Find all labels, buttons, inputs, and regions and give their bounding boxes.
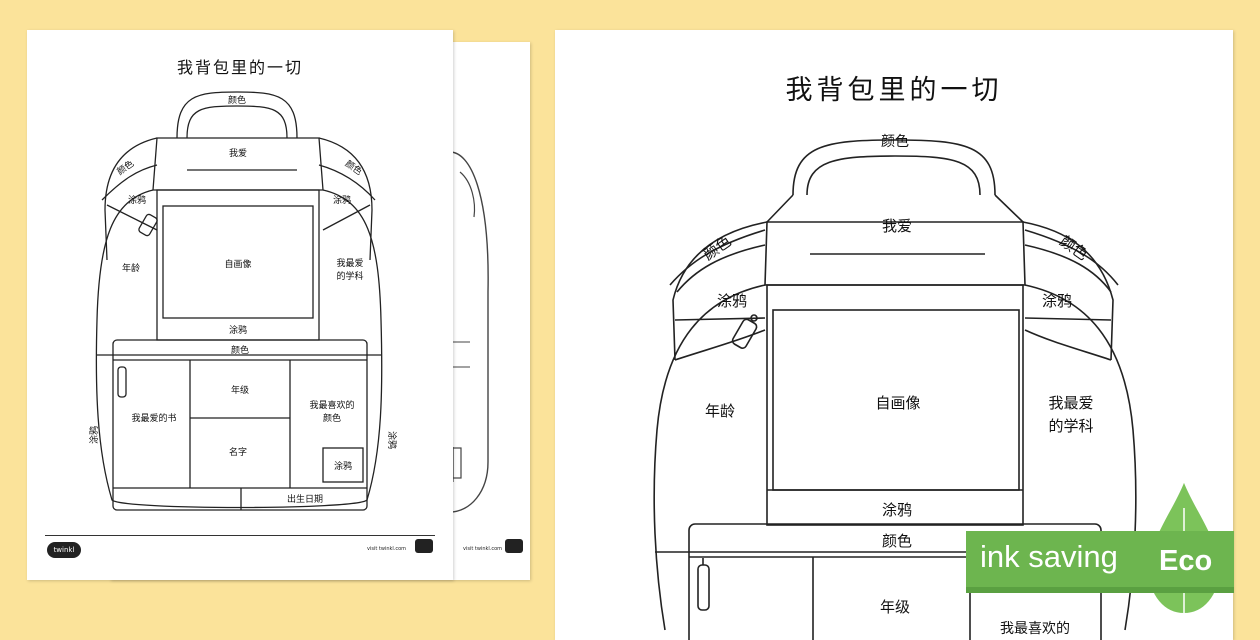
thumb-label-name: 名字 <box>229 446 247 458</box>
thumbnail-backpack: 颜色 我爱 颜色 颜色 涂鸦 涂鸦 年龄 自画像 我最爱 的学科 涂鸦 颜色 我… <box>88 91 398 511</box>
back-page-outline <box>449 151 489 513</box>
label-fav-subject-2: 的学科 <box>1048 417 1093 435</box>
thumb-label-left-doodle: 涂鸦 <box>128 194 146 206</box>
thumb-label-fav-subject-2: 的学科 <box>336 270 363 282</box>
thumb-label-box-doodle: 涂鸦 <box>334 460 352 472</box>
worksheet-thumbnail: 我背包里的一切 <box>27 30 453 580</box>
thumb-label-fav-color-1: 我最喜欢的 <box>309 399 354 411</box>
visit-text: visit twinkl.com <box>367 546 407 552</box>
thumb-label-top-color: 颜色 <box>228 94 246 106</box>
label-fav-color-1: 我最喜欢的 <box>1000 621 1070 637</box>
thumb-label-right-doodle: 涂鸦 <box>333 194 351 206</box>
zoomed-backpack: 颜色 我爱 颜色 颜色 涂鸦 涂鸦 年龄 自画像 我最爱 的学科 涂鸦 颜色 年… <box>653 133 1137 640</box>
label-left-doodle: 涂鸦 <box>717 292 747 310</box>
label-right-strap-color: 颜色 <box>1056 232 1091 264</box>
label-right-doodle: 涂鸦 <box>1042 292 1072 310</box>
footer-badge <box>415 539 433 553</box>
footer-divider <box>45 535 435 536</box>
twinkl-logo: twinkl <box>47 542 81 558</box>
label-pocket-color: 颜色 <box>882 532 912 550</box>
back-visit-text: visit twinkl.com <box>463 546 503 552</box>
label-grade: 年级 <box>880 598 910 616</box>
label-mid-doodle: 涂鸦 <box>882 501 912 519</box>
thumb-label-side-doodle-left: 涂鸦 <box>88 426 100 444</box>
label-fav-subject-1: 我最爱 <box>1048 394 1093 412</box>
thumb-label-fav-color-2: 颜色 <box>323 412 341 424</box>
label-age: 年龄 <box>705 402 735 420</box>
thumb-label-fav-book: 我最爱的书 <box>131 412 176 424</box>
label-top-color: 颜色 <box>881 133 909 150</box>
zoomed-title: 我背包里的一切 <box>785 75 1003 106</box>
thumb-label-side-doodle-right: 涂鸦 <box>386 431 398 449</box>
thumb-label-age: 年龄 <box>122 262 140 274</box>
eco-word: Eco <box>1159 545 1213 577</box>
thumb-label-self-portrait: 自画像 <box>224 258 251 270</box>
ink-saving-text: ink saving <box>980 539 1118 574</box>
thumb-label-i-love: 我爱 <box>229 148 247 159</box>
label-left-strap-color: 颜色 <box>700 232 735 264</box>
thumbnail-title: 我背包里的一切 <box>176 58 303 77</box>
ink-saving-banner: ink saving <box>966 531 1234 593</box>
thumb-label-mid-doodle: 涂鸦 <box>229 324 247 336</box>
thumb-label-birthday: 出生日期 <box>287 493 323 505</box>
thumb-label-fav-subject-1: 我最爱 <box>336 258 363 269</box>
back-footer-badge <box>505 539 523 553</box>
label-i-love: 我爱 <box>882 217 912 235</box>
label-self-portrait: 自画像 <box>875 394 920 412</box>
thumb-label-pocket-color: 颜色 <box>231 344 249 356</box>
thumb-label-grade: 年级 <box>231 384 249 396</box>
thumb-label-right-strap-color: 颜色 <box>343 157 365 177</box>
